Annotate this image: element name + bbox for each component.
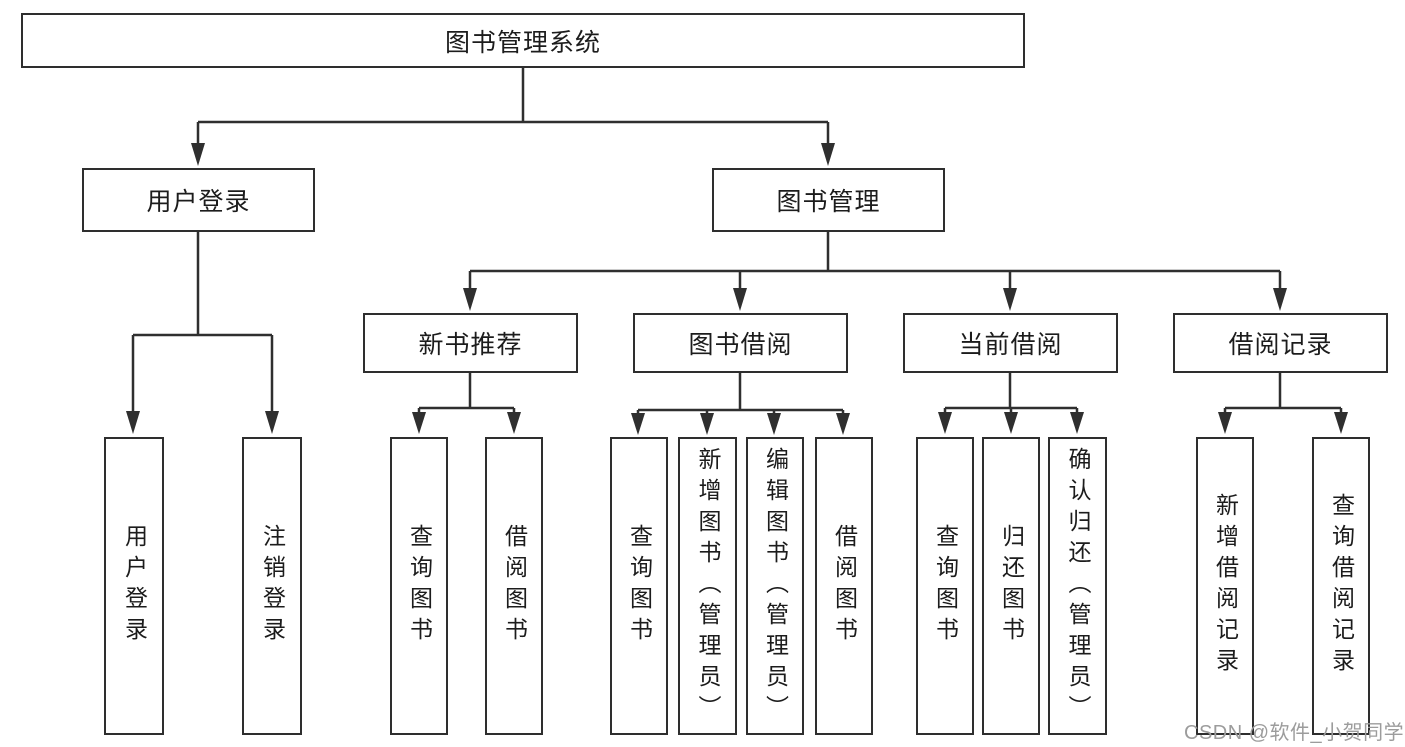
csdn-watermark: CSDN @软件_小贺同学 (1184, 722, 1405, 744)
connector-user-login-to-leaves (131, 232, 274, 412)
arrow-down-icon (1218, 412, 1232, 434)
arrow-down-icon (767, 413, 781, 435)
connector-book-mgmt-to-level3 (468, 232, 1282, 289)
leaf-query-books-3: 查询图书 (916, 437, 974, 735)
arrow-down-icon (1004, 412, 1018, 434)
node-book-management: 图书管理 (712, 168, 945, 232)
arrow-down-icon (126, 411, 140, 434)
leaf-user-login: 用户登录 (104, 437, 164, 735)
leaf-add-books-admin: 新增图书（管理员） (678, 437, 737, 735)
arrow-down-icon (631, 413, 645, 435)
node-library-management-system: 图书管理系统 (21, 13, 1025, 68)
arrow-down-icon (412, 412, 426, 434)
arrow-down-icon (821, 143, 835, 166)
leaf-confirm-return-admin: 确认归还（管理员） (1048, 437, 1107, 735)
connector-borrow-to-leaves (636, 373, 845, 414)
arrow-down-icon (1003, 288, 1017, 311)
leaf-borrow-books-1: 借阅图书 (485, 437, 543, 735)
arrow-down-icon (191, 143, 205, 166)
node-user-login: 用户登录 (82, 168, 315, 232)
node-current-borrowing: 当前借阅 (903, 313, 1118, 373)
arrow-down-icon (1273, 288, 1287, 311)
leaf-return-books: 归还图书 (982, 437, 1040, 735)
arrow-down-icon (1334, 412, 1348, 434)
arrow-down-icon (507, 412, 521, 434)
arrow-down-icon (733, 288, 747, 311)
arrow-down-icon (836, 413, 850, 435)
leaf-edit-books-admin: 编辑图书（管理员） (746, 437, 804, 735)
connector-root-to-level2 (196, 68, 830, 144)
connector-current-to-leaves (943, 373, 1079, 413)
leaf-add-borrow-record: 新增借阅记录 (1196, 437, 1254, 735)
connector-records-to-leaves (1223, 373, 1343, 413)
connector-new-rec-to-leaves (417, 373, 516, 413)
arrow-down-icon (700, 413, 714, 435)
arrow-down-icon (938, 412, 952, 434)
node-borrowing-records: 借阅记录 (1173, 313, 1388, 373)
leaf-logout: 注销登录 (242, 437, 302, 735)
arrow-down-icon (265, 411, 279, 434)
leaf-query-borrow-record: 查询借阅记录 (1312, 437, 1370, 735)
leaf-query-books-1: 查询图书 (390, 437, 448, 735)
node-new-book-recommend: 新书推荐 (363, 313, 578, 373)
arrow-down-icon (463, 288, 477, 311)
node-book-borrowing: 图书借阅 (633, 313, 848, 373)
arrowheads (126, 143, 1348, 435)
leaf-query-books-2: 查询图书 (610, 437, 668, 735)
arrow-down-icon (1070, 412, 1084, 434)
leaf-borrow-books-2: 借阅图书 (815, 437, 873, 735)
